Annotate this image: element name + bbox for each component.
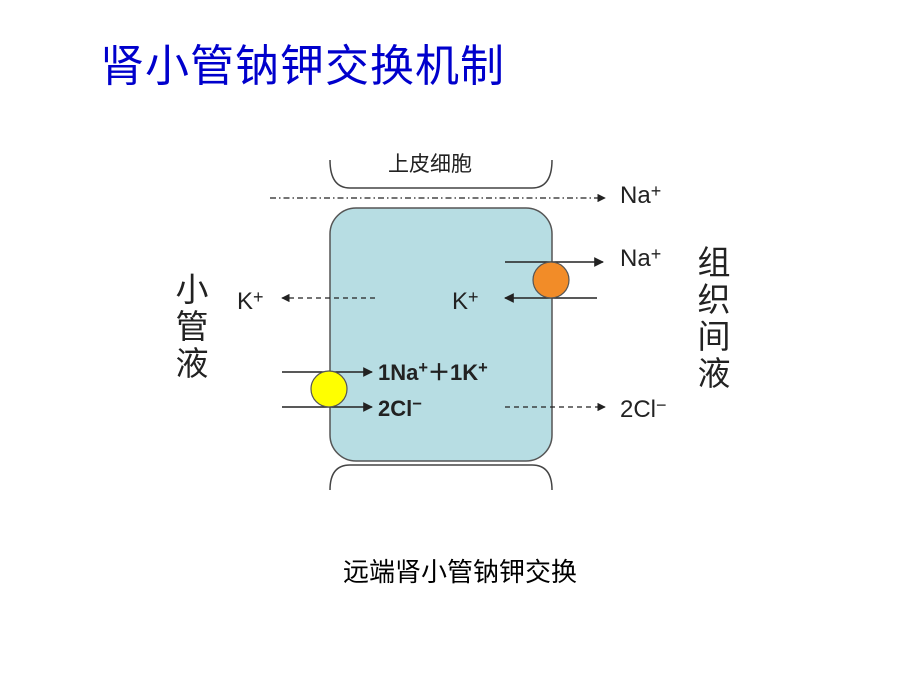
k-tubular-label: K+ [237,287,264,315]
nkcc-cotransporter [310,370,348,408]
cl-interstitial-label: 2Cl− [620,395,667,423]
tubular-fluid-label: 小管液 [175,270,209,383]
na-paracellular-label: Na+ [620,181,662,209]
epithelial-cell-label: 上皮细胞 [388,152,472,176]
cotransport-ions-label: 1Na+＋1K+ [378,359,488,385]
lower-cell-bracket [329,464,553,491]
na-k-pump [532,261,570,299]
upper-cell-bracket [329,159,553,189]
figure-caption: 远端肾小管钠钾交换 [342,558,577,588]
na-pump-label: Na+ [620,244,662,272]
epithelial-cell [329,207,553,462]
interstitial-fluid-label: 组织间液 [697,243,731,393]
slide-title: 肾小管钠钾交换机制 [100,41,505,92]
k-intracellular-label: K+ [452,287,479,315]
cl-intracellular-label: 2Cl− [378,395,422,421]
